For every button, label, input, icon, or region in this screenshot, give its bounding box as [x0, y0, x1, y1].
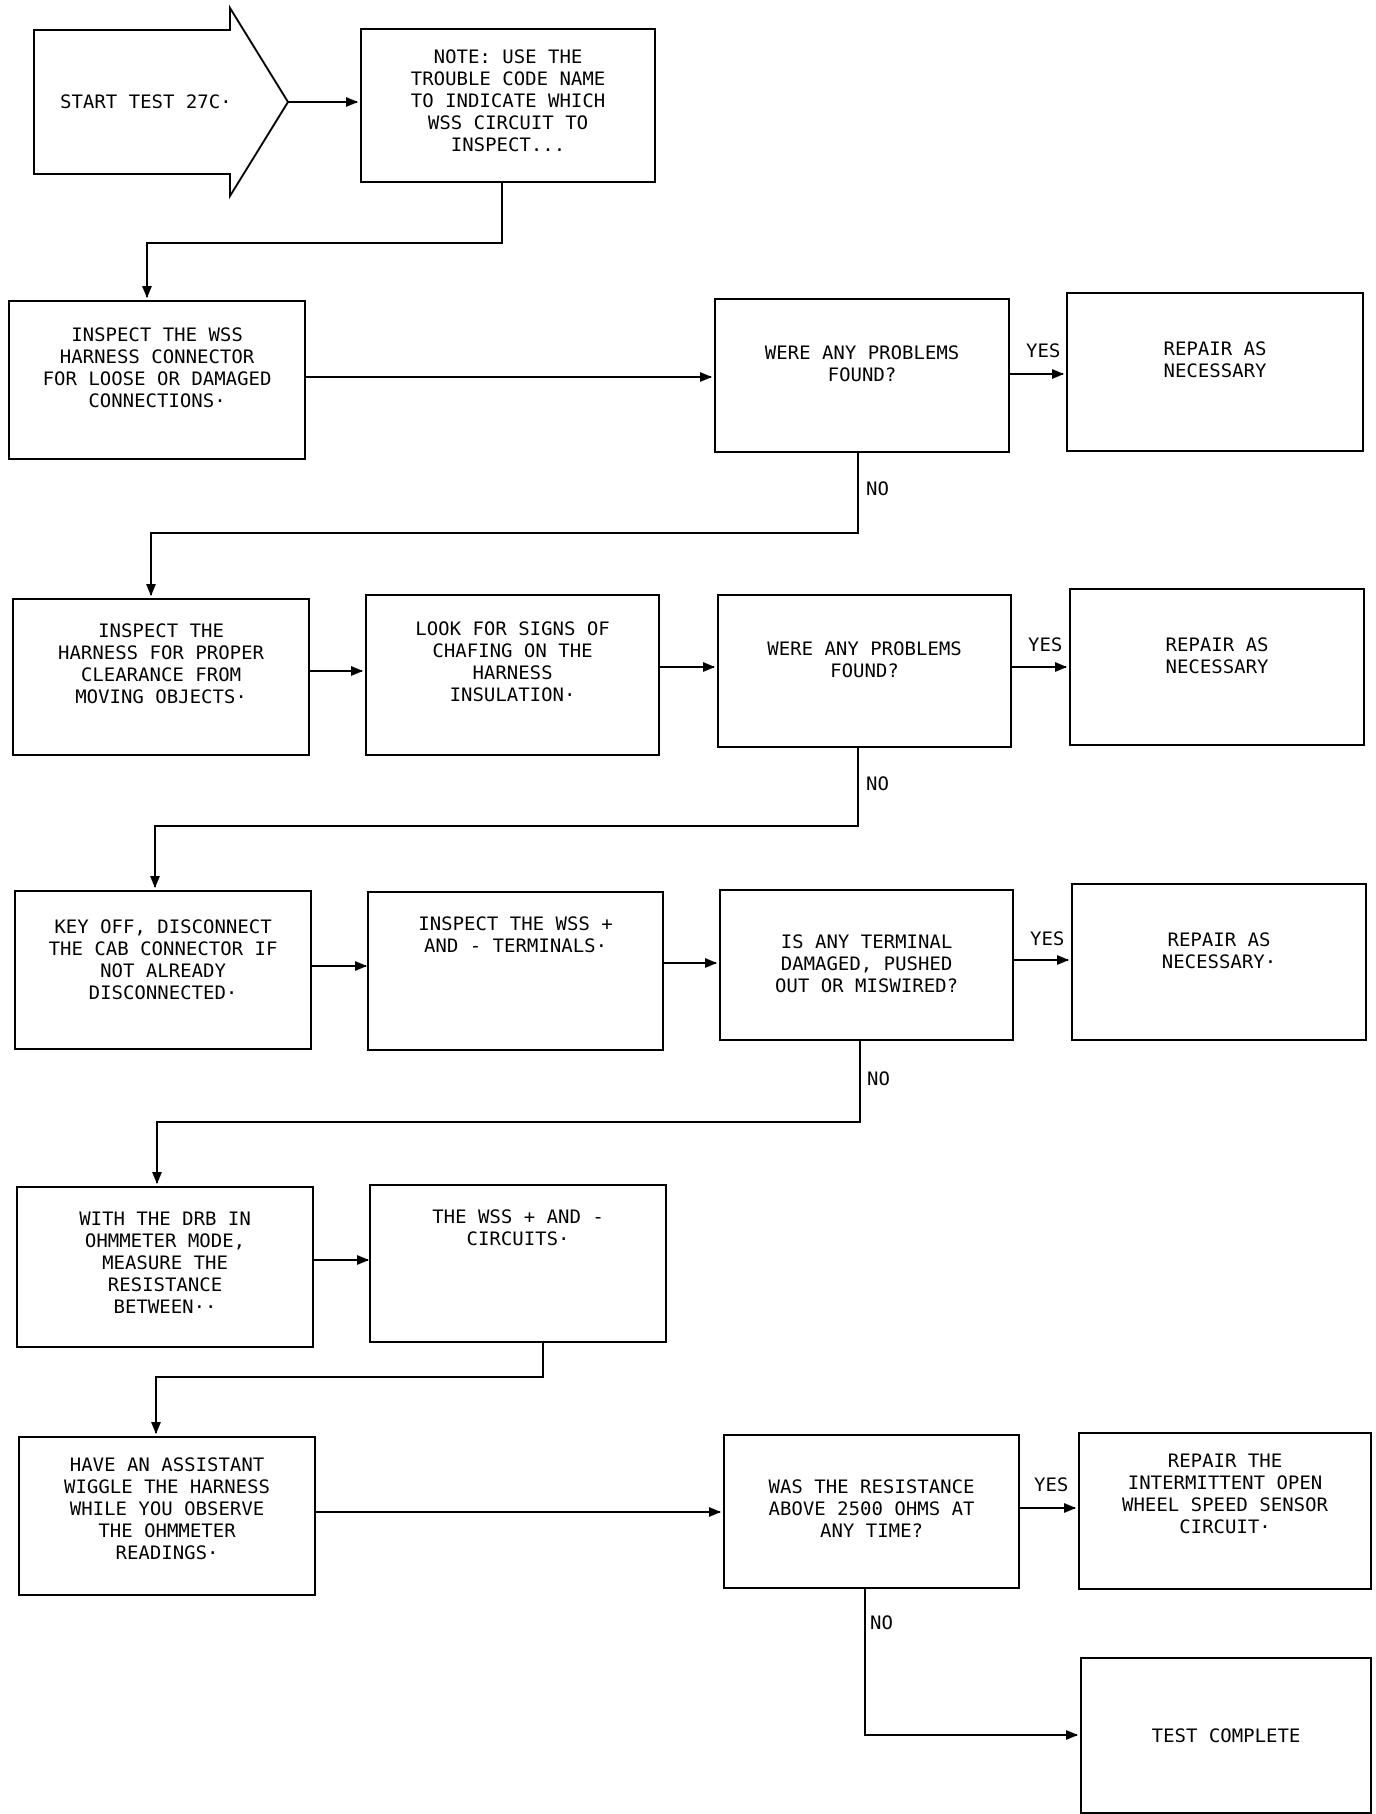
yes-label-4: YES — [1034, 1474, 1069, 1496]
look-for-chafing-box: LOOK FOR SIGNS OF CHAFING ON THE HARNESS… — [365, 594, 660, 756]
inspect-harness-clearance-box: INSPECT THE HARNESS FOR PROPER CLEARANCE… — [12, 598, 310, 756]
no-label-3: NO — [867, 1068, 890, 1090]
yes-label-1: YES — [1026, 340, 1061, 362]
no-label-1: NO — [866, 478, 889, 500]
note-box: NOTE: USE THE TROUBLE CODE NAME TO INDIC… — [360, 28, 656, 183]
no-label-4: NO — [870, 1612, 893, 1634]
key-off-disconnect-box: KEY OFF, DISCONNECT THE CAB CONNECTOR IF… — [14, 890, 312, 1050]
wss-circuits-box: THE WSS + AND - CIRCUITS· — [369, 1184, 667, 1343]
start-label: START TEST 27C· — [60, 91, 232, 113]
terminal-damaged-question: IS ANY TERMINAL DAMAGED, PUSHED OUT OR M… — [719, 889, 1014, 1041]
resistance-question: WAS THE RESISTANCE ABOVE 2500 OHMS AT AN… — [723, 1434, 1020, 1589]
repair-box-3: REPAIR AS NECESSARY· — [1071, 883, 1367, 1041]
measure-resistance-box: WITH THE DRB IN OHMMETER MODE, MEASURE T… — [16, 1186, 314, 1348]
wiggle-harness-box: HAVE AN ASSISTANT WIGGLE THE HARNESS WHI… — [18, 1436, 316, 1596]
no-label-2: NO — [866, 773, 889, 795]
repair-box-1: REPAIR AS NECESSARY — [1066, 292, 1364, 452]
problems-found-question-2: WERE ANY PROBLEMS FOUND? — [717, 594, 1012, 748]
start-arrow-shape — [33, 4, 290, 200]
repair-box-2: REPAIR AS NECESSARY — [1069, 588, 1365, 746]
repair-intermittent-box: REPAIR THE INTERMITTENT OPEN WHEEL SPEED… — [1078, 1432, 1372, 1590]
inspect-terminals-box: INSPECT THE WSS + AND - TERMINALS· — [367, 891, 664, 1051]
yes-label-3: YES — [1030, 928, 1065, 950]
test-complete-box: TEST COMPLETE — [1080, 1657, 1372, 1814]
yes-label-2: YES — [1028, 634, 1063, 656]
problems-found-question-1: WERE ANY PROBLEMS FOUND? — [714, 298, 1010, 453]
inspect-wss-connector-box: INSPECT THE WSS HARNESS CONNECTOR FOR LO… — [8, 300, 306, 460]
